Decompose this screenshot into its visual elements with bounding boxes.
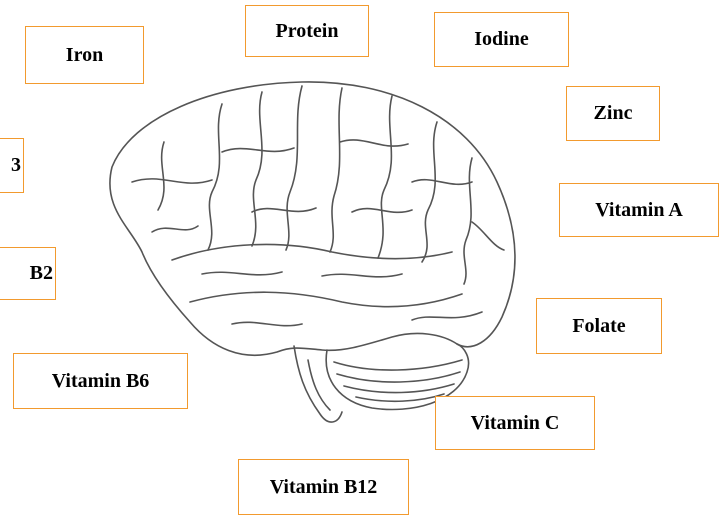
label-zinc: Zinc	[566, 86, 660, 141]
label-folate: Folate	[536, 298, 662, 354]
label-iodine: Iodine	[434, 12, 569, 67]
label-vitamin-b3-partial: 3	[0, 138, 24, 193]
label-iron: Iron	[25, 26, 144, 84]
label-vitamin-b2-partial: B2	[0, 247, 56, 300]
label-vitamin-b6: Vitamin B6	[13, 353, 188, 409]
label-vitamin-b12: Vitamin B12	[238, 459, 409, 515]
cerebrum-outline	[110, 82, 515, 355]
label-protein: Protein	[245, 5, 369, 57]
label-vitamin-c: Vitamin C	[435, 396, 595, 450]
brain-stem	[294, 346, 342, 422]
label-vitamin-a: Vitamin A	[559, 183, 719, 237]
